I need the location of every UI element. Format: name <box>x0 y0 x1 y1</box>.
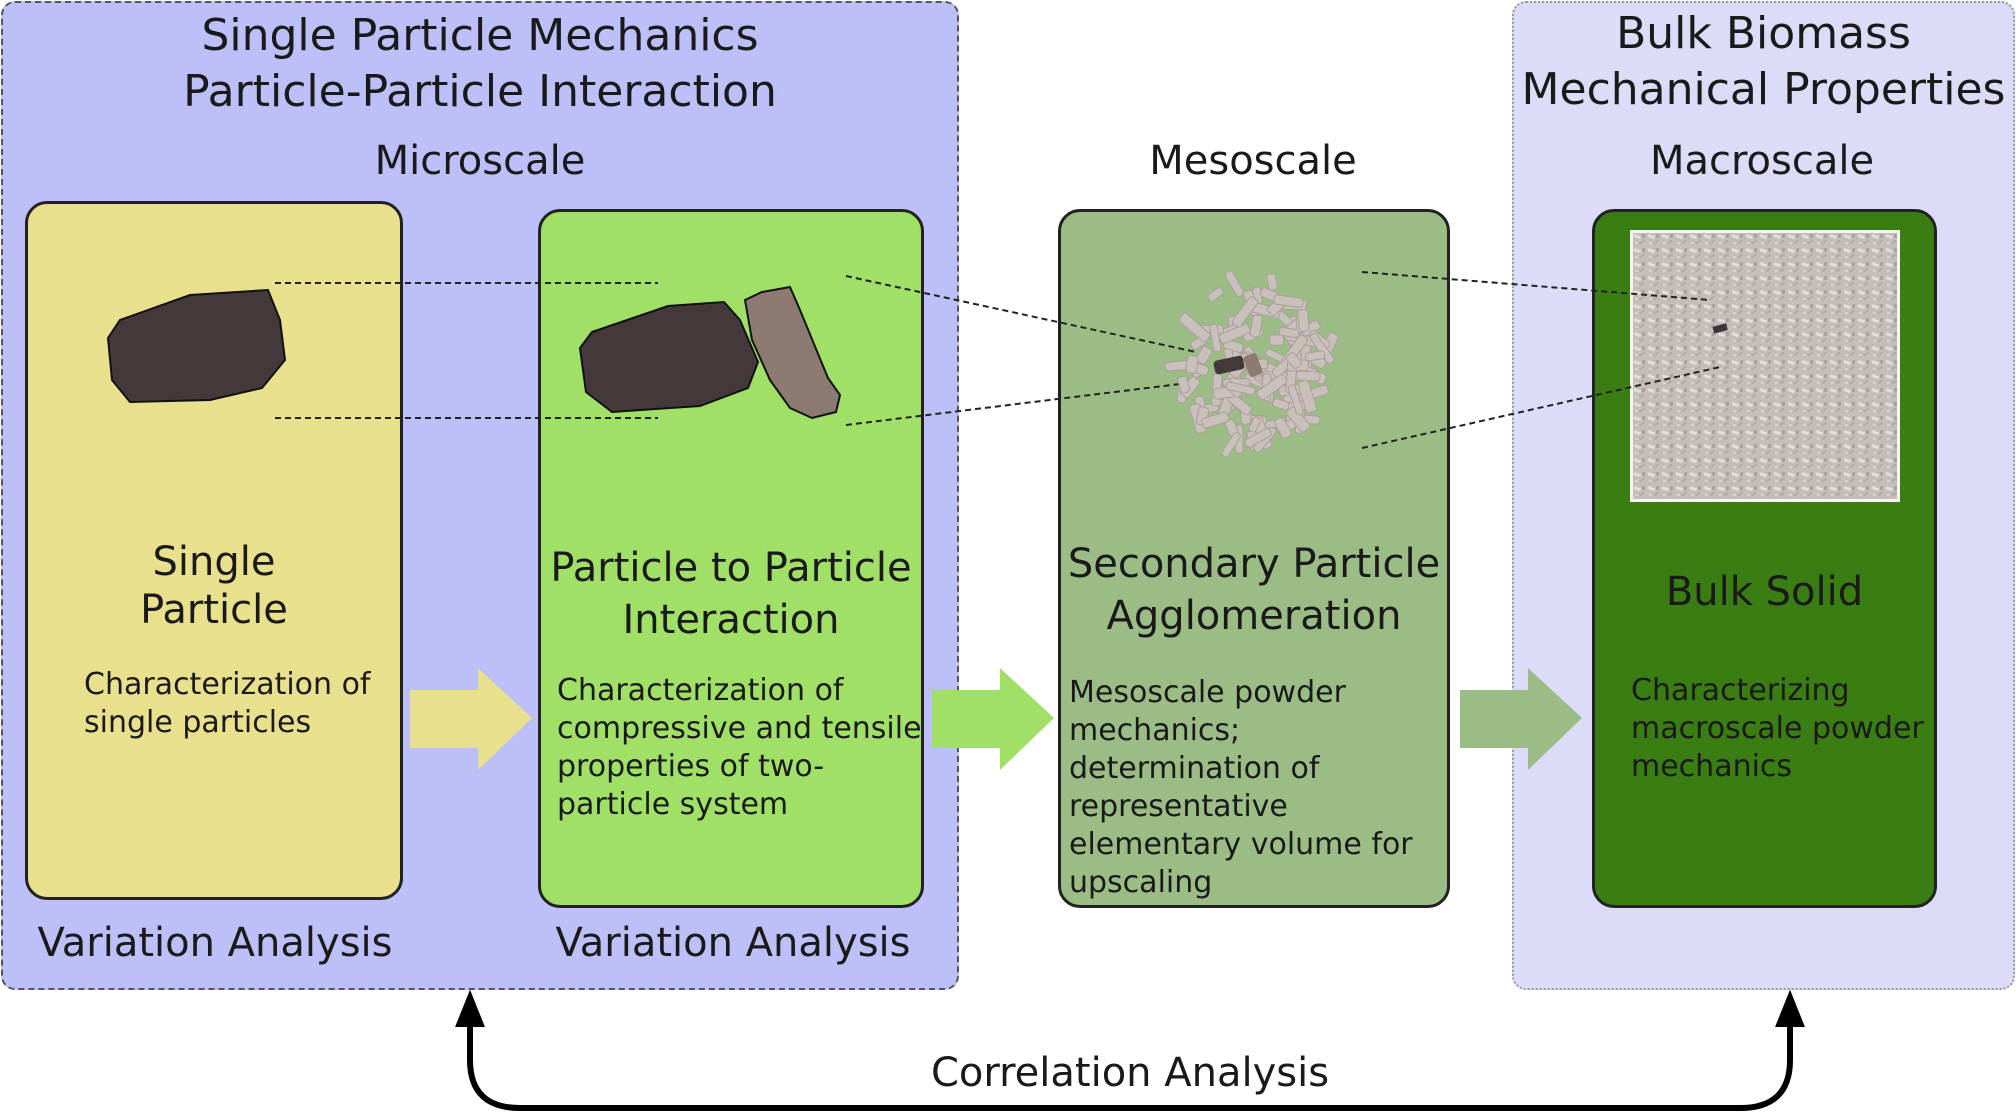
guide-line-3b <box>1361 366 1721 449</box>
agglomerate-dark-particle <box>1213 355 1245 375</box>
agglomeration-title-line2: Agglomeration <box>1106 593 1402 639</box>
correlation-arrow-line <box>467 1010 1793 1111</box>
single-particle-title-line2: Particle <box>140 587 288 633</box>
dark-particle-shape <box>578 300 760 414</box>
single-particle-title-line1: Single <box>152 539 276 585</box>
particle-interaction-title-line2: Interaction <box>622 597 840 643</box>
agglomerate-rod <box>1304 350 1326 362</box>
agglomeration-title: Secondary Particle Agglomeration <box>1061 538 1447 642</box>
microscale-label: Microscale <box>374 138 586 184</box>
agglomerate-rod <box>1256 374 1288 401</box>
agglomerate-rod <box>1249 314 1264 338</box>
agglomerate-rod <box>1248 416 1261 433</box>
particle-interaction-title: Particle to Particle Interaction <box>541 542 921 646</box>
arrow-agglomerate-to-bulk <box>1460 668 1582 770</box>
agglomerate-rod <box>1196 345 1213 365</box>
agglomerate-cluster <box>1164 270 1339 458</box>
bulk-powder-image <box>1630 230 1900 502</box>
agglomeration-box: Secondary Particle Agglomeration Mesosca… <box>1058 209 1450 908</box>
agglomerate-rod <box>1201 411 1230 429</box>
correlation-analysis-label: Correlation Analysis <box>930 1050 1330 1096</box>
agglomerate-rod <box>1285 352 1302 369</box>
right-region-title-line1: Bulk Biomass <box>1616 8 1911 59</box>
variation-analysis-right: Variation Analysis <box>555 920 911 966</box>
bulk-solid-description: Characterizing macroscale powder mechani… <box>1631 673 1924 784</box>
arrow-single-to-pair <box>410 668 532 770</box>
agglomerate-rod <box>1287 384 1304 416</box>
agglomerate-rod <box>1295 370 1321 382</box>
agglomerate-rod <box>1286 406 1311 433</box>
agglomerate-rod <box>1244 427 1272 448</box>
single-particle-title: Single Particle <box>28 538 400 634</box>
particle-interaction-description: Characterization of compressive and tens… <box>557 673 922 822</box>
agglomerate-rod <box>1177 375 1190 394</box>
agglomerate-rod <box>1297 308 1310 333</box>
bulk-solid-box: Bulk Solid Characterizing macroscale pow… <box>1592 209 1937 908</box>
agglomerate-rod <box>1266 272 1278 291</box>
agglomeration-description: Mesoscale powder mechanics; determinatio… <box>1069 675 1413 900</box>
agglomeration-title-line1: Secondary Particle <box>1067 541 1441 587</box>
correlation-arrowhead-right <box>1775 989 1805 1027</box>
right-region-title-line2: Mechanical Properties <box>1521 64 2006 115</box>
left-region-title-line2: Particle-Particle Interaction <box>183 66 777 117</box>
agglomerate-rod <box>1225 381 1256 396</box>
left-region-title: Single Particle Mechanics Particle-Parti… <box>40 8 920 120</box>
agglomerate-rod <box>1207 287 1224 302</box>
agglomerate-rod <box>1178 312 1211 343</box>
single-particle-shape <box>106 288 287 404</box>
agglomerate-rod <box>1278 326 1300 339</box>
agglomerate-rod <box>1273 294 1304 308</box>
single-particle-description: Characterization of single particles <box>84 667 371 740</box>
agglomerate-rod <box>1218 323 1251 344</box>
agglomerate-rod <box>1231 296 1259 328</box>
agglomerate-rod <box>1268 334 1285 346</box>
agglomerate-rod <box>1185 355 1199 374</box>
variation-analysis-left: Variation Analysis <box>37 920 393 966</box>
right-region-title: Bulk Biomass Mechanical Properties <box>1512 6 2015 118</box>
agglomerate-rod <box>1224 270 1245 298</box>
agglomerate-rod <box>1221 431 1241 458</box>
mesoscale-label: Mesoscale <box>1149 138 1357 184</box>
agglomerate-rod <box>1297 379 1318 414</box>
macroscale-label: Macroscale <box>1649 138 1875 184</box>
agglomerate-rod <box>1274 416 1292 439</box>
guide-line-2a <box>845 275 1197 353</box>
arrow-pair-to-agglomerate <box>932 668 1054 770</box>
bulk-solid-title: Bulk Solid <box>1665 569 1864 615</box>
guide-line-2b <box>845 381 1197 426</box>
agglomerate-light-particle <box>1243 353 1263 377</box>
left-region-title-line1: Single Particle Mechanics <box>201 10 759 61</box>
particle-interaction-title-line1: Particle to Particle <box>550 545 912 591</box>
correlation-arrowhead-left <box>455 989 485 1027</box>
light-particle-shape <box>743 285 842 420</box>
bulk-powder-texture <box>1633 233 1897 499</box>
guide-line-3a <box>1361 271 1711 301</box>
